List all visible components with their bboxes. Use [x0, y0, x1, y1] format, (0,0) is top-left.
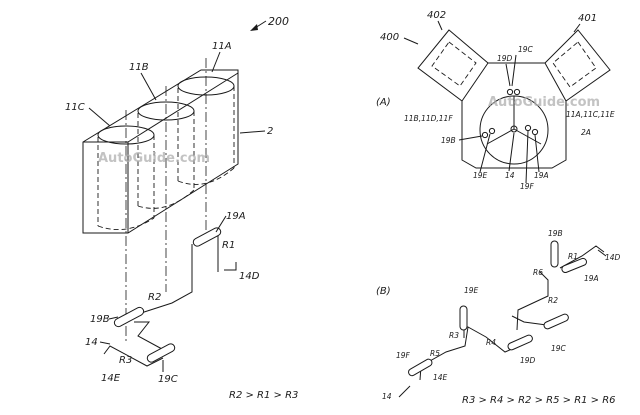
label-b-19E: 19E	[464, 286, 479, 295]
leader-401	[573, 23, 581, 33]
label-b-R4: R4	[486, 338, 496, 347]
label-b-14: 14	[382, 392, 392, 401]
label-b-19D: 19D	[520, 356, 536, 365]
leader-402	[437, 20, 443, 31]
leader-a-19B	[458, 135, 483, 141]
label-a-19E: 19E	[473, 171, 488, 180]
figure-number: 200	[268, 15, 289, 28]
label-14E: 14E	[101, 373, 121, 384]
pin-b-19F	[408, 358, 433, 377]
label-a-2A: 2A	[581, 128, 591, 137]
relation-right: R3 > R4 > R2 > R5 > R1 > R6	[462, 395, 616, 406]
leaders-a-top	[505, 54, 517, 87]
label-b-19B: 19B	[548, 229, 563, 238]
label-a-19A: 19A	[534, 171, 549, 180]
label-b-19F: 19F	[396, 351, 411, 360]
label-b-19C: 19C	[551, 344, 567, 353]
leader-b-14	[398, 385, 411, 398]
crank-pin-19C	[146, 343, 176, 363]
label-b-R2: R2	[548, 296, 558, 305]
cylinder-11A-bore	[177, 86, 235, 181]
label-402: 402	[427, 10, 446, 21]
leader-11C	[88, 107, 111, 127]
label-b-R1: R1	[568, 252, 578, 261]
pin-b-19C	[543, 313, 569, 330]
leader-b-14D	[597, 249, 607, 257]
leader-block-2	[239, 130, 266, 134]
label-R3: R3	[119, 355, 132, 366]
crank-pin-19B	[113, 306, 145, 328]
panel-b: (B) 19B 14D 19A R1 R6 R2 19C 19D R4 19E …	[376, 229, 621, 406]
leader-14	[99, 341, 111, 345]
pin-b-19B	[550, 240, 559, 268]
label-a-14: 14	[505, 171, 515, 180]
watermark-left: AutoGuide.com	[98, 151, 210, 166]
label-19C: 19C	[158, 374, 178, 385]
label-14: 14	[85, 337, 98, 348]
engine-block-top-right-edge	[127, 72, 239, 143]
bank-base-lines	[461, 62, 567, 102]
label-b-19A: 19A	[584, 274, 599, 283]
label-a-19F: 19F	[520, 182, 535, 191]
leader-19A	[215, 215, 227, 233]
cylinder-bottoms	[97, 167, 235, 231]
label-19B: 19B	[90, 314, 110, 325]
crank-pin-19A	[192, 227, 222, 247]
bank-401-head	[552, 41, 597, 88]
label-R2: R2	[148, 292, 161, 303]
crankshaft-left: 19A 19B 19C R1 R2 R3 14D 14 14E R2 > R1 …	[85, 151, 298, 401]
cylinder-11C-bore	[97, 135, 155, 226]
label-a-19D: 19D	[497, 54, 513, 63]
panel-a-label: (A)	[376, 97, 391, 108]
label-14D: 14D	[239, 271, 260, 282]
cylinder-11B-bore	[137, 111, 195, 206]
panel-b-label: (B)	[376, 286, 391, 297]
leader-400	[403, 37, 419, 45]
label-b-14E: 14E	[433, 373, 448, 382]
crankshaft-b-line	[419, 245, 605, 381]
label-401: 401	[578, 13, 597, 24]
watermark-a: AutoGuide.com	[488, 95, 600, 110]
pin-19C-a	[513, 88, 521, 96]
label-b-R3: R3	[449, 331, 459, 340]
label-19A: 19A	[226, 211, 246, 222]
pin-b-19A	[561, 257, 587, 274]
label-b-R5: R5	[430, 349, 440, 358]
label-400: 400	[380, 32, 399, 43]
label-a-left-bank: 11B,11D,11F	[404, 114, 453, 123]
label-b-14D: 14D	[605, 253, 621, 262]
bank-402-head	[431, 41, 477, 87]
engine-block-figure: 200 11A 11B 11C 2	[65, 15, 289, 343]
label-11C: 11C	[65, 102, 85, 113]
pin-19B-a	[481, 131, 489, 139]
engine-block-outline	[82, 69, 239, 234]
label-block-2: 2	[267, 126, 273, 137]
leader-11A	[211, 51, 221, 73]
figure-arrowhead	[250, 24, 258, 31]
pin-19A-a	[531, 128, 539, 136]
label-11B: 11B	[129, 62, 149, 73]
relation-left: R2 > R1 > R3	[229, 390, 298, 401]
label-11A: 11A	[212, 41, 232, 52]
label-a-19B: 19B	[441, 136, 456, 145]
pin-b-19E	[459, 305, 468, 331]
label-b-R6: R6	[533, 268, 543, 277]
crankshaft-line	[103, 236, 237, 367]
pin-19E-a	[488, 127, 496, 135]
pin-b-19D	[507, 334, 533, 351]
leader-11B	[140, 72, 157, 101]
label-a-right-bank: 11A,11C,11E	[566, 110, 615, 119]
leaders-a-bottom	[479, 130, 540, 184]
label-a-19C: 19C	[518, 45, 534, 54]
pin-19F-a	[524, 124, 532, 132]
pin-19D-a	[506, 88, 514, 96]
leader-19B	[108, 316, 119, 320]
label-R1: R1	[222, 240, 235, 251]
panel-a: (A) 400 402 401 19C 19D 11B,11D,11F 11A,…	[376, 10, 615, 191]
